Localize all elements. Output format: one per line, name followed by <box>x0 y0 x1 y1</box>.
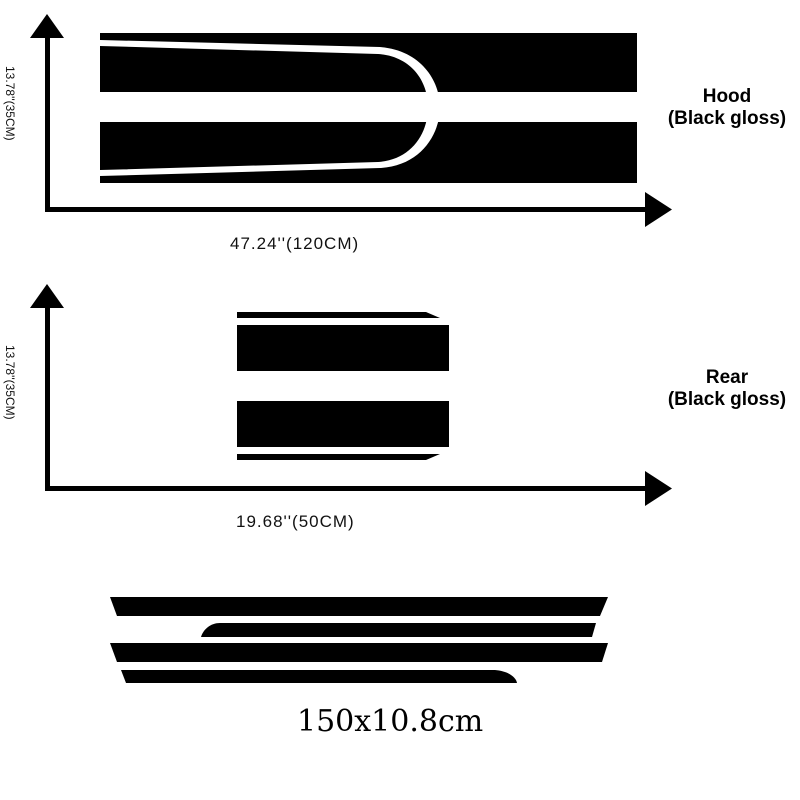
hood-y-axis <box>45 36 50 212</box>
hood-decal <box>100 33 637 183</box>
hood-x-axis <box>45 207 647 212</box>
hood-stripe-bottom <box>100 122 637 183</box>
rear-width-label: 19.68''(50CM) <box>236 512 355 531</box>
side-decal <box>110 597 608 683</box>
rear-x-arrow-icon <box>645 471 672 506</box>
rear-pinstripe-top <box>237 312 440 318</box>
rear-title: Rear <box>705 367 749 388</box>
rear-decal <box>237 312 449 460</box>
hood-axes <box>30 14 672 227</box>
rear-label: Rear (Black gloss) <box>652 367 800 411</box>
hood-width-label: 47.24''(120CM) <box>230 234 360 253</box>
hood-x-arrow-icon <box>645 192 672 227</box>
hood-label: Hood (Black gloss) <box>652 86 800 130</box>
rear-pinstripe-bottom <box>237 454 440 460</box>
hood-y-arrow-icon <box>30 14 64 38</box>
side-size-label: 150x10.8cm <box>297 704 484 739</box>
rear-axes <box>30 284 672 506</box>
rear-height-label: 13.78''(35CM) <box>3 345 17 420</box>
hood-finish: (Black gloss) <box>667 108 787 129</box>
rear-finish: (Black gloss) <box>667 389 787 410</box>
hood-stripe-top <box>100 33 637 92</box>
side-stripe-2 <box>201 623 596 637</box>
side-stripe-4 <box>121 670 517 683</box>
rear-x-axis <box>45 486 647 491</box>
rear-y-arrow-icon <box>30 284 64 308</box>
rear-stripe-top <box>237 325 449 371</box>
side-stripe-3 <box>110 643 608 662</box>
hood-title: Hood <box>702 86 752 107</box>
side-stripe-1 <box>110 597 608 616</box>
rear-stripe-bottom <box>237 401 449 447</box>
hood-height-label: 13.78''(35CM) <box>3 66 17 141</box>
rear-y-axis <box>45 306 50 491</box>
